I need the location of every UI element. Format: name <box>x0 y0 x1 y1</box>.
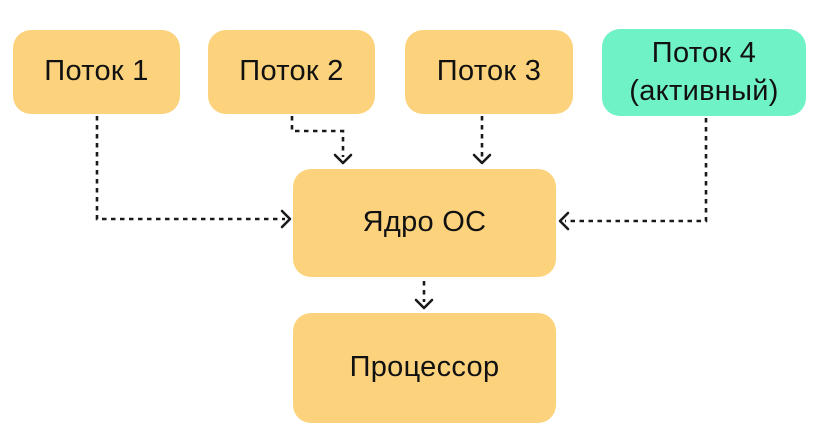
node-thread-3: Поток 3 <box>405 30 573 114</box>
edge-kernel-processor <box>414 281 434 310</box>
edge-thread2-kernel <box>290 116 353 165</box>
edge-thread1-kernel <box>95 116 292 229</box>
node-thread-4-active: Поток 4 (активный) <box>602 29 806 116</box>
edge-thread4-kernel <box>558 118 708 231</box>
node-os-kernel-label: Ядро ОС <box>362 206 487 239</box>
node-processor-label: Процессор <box>349 351 500 384</box>
node-thread-2-label: Поток 2 <box>239 55 344 88</box>
arrowhead-down-icon <box>414 298 434 310</box>
arrowhead-left-icon <box>558 211 570 231</box>
node-thread-3-label: Поток 3 <box>436 55 542 88</box>
node-thread-4-label-line2: (активный) <box>629 74 779 107</box>
arrowhead-right-icon <box>280 209 292 229</box>
node-thread-4-label-line1: Поток 4 <box>651 37 757 70</box>
arrowhead-down-icon <box>472 153 492 165</box>
node-os-kernel: Ядро ОС <box>293 169 556 277</box>
node-thread-1: Поток 1 <box>13 30 180 114</box>
arrowhead-down-icon <box>333 153 353 165</box>
node-processor: Процессор <box>293 313 556 423</box>
edge-thread3-kernel <box>472 116 492 165</box>
node-thread-1-label: Поток 1 <box>44 55 149 88</box>
node-thread-2: Поток 2 <box>208 30 375 114</box>
